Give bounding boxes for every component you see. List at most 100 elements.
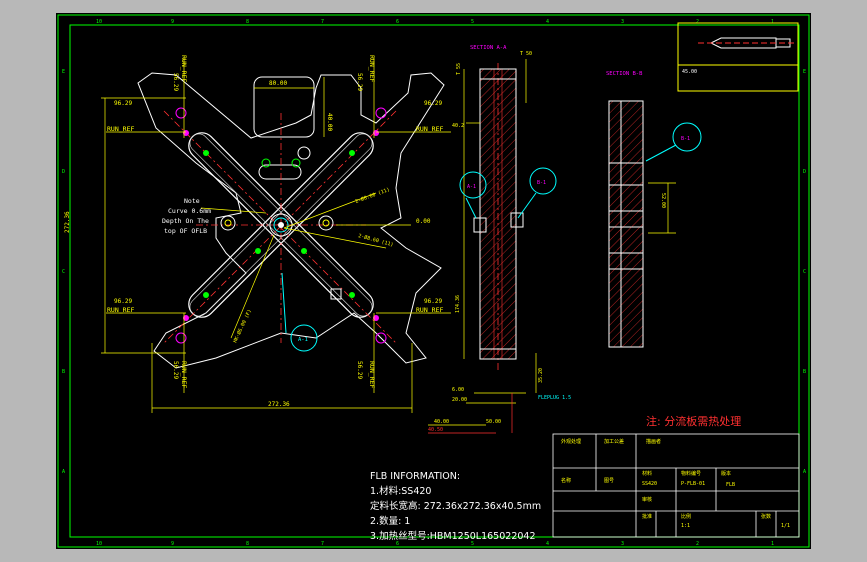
tb-cell-16: P-FLB-01 bbox=[681, 481, 705, 487]
run-ref-vt1: RUN_REF bbox=[180, 55, 188, 82]
flb-info-heater: 3.加热丝型号:HBM1250L165022042 bbox=[370, 531, 536, 542]
border-mark-side-1-3: B bbox=[803, 369, 806, 375]
border-mark-top-5: 5 bbox=[471, 19, 474, 25]
border-mark-side-0-2: C bbox=[62, 269, 65, 275]
tb-cell-4: 图号 bbox=[604, 478, 614, 484]
flb-info-qty: 2.数量: 1 bbox=[370, 516, 411, 527]
border-mark-side-1-0: E bbox=[803, 69, 806, 75]
dim-y-b: 56.29 bbox=[356, 73, 363, 91]
tb-cell-14: 1:1 bbox=[681, 523, 690, 529]
run-ref-bl: RUN_REF bbox=[107, 306, 134, 314]
tb-cell-9: 审核 bbox=[642, 496, 652, 503]
border-mark-top-8: 2 bbox=[696, 19, 699, 25]
flb-info: FLB INFORMATION: 1.材料:SS420 定料长宽高: 272.3… bbox=[370, 469, 541, 544]
border-mark-top-1: 9 bbox=[171, 19, 174, 25]
tab-dim-1: 52.00 bbox=[660, 193, 666, 208]
note-line-1: Note bbox=[184, 197, 200, 205]
tb-cell-7: 比例 bbox=[681, 513, 691, 520]
dim-y-c: 56.29 bbox=[172, 361, 179, 379]
dim-s5: 40.00 bbox=[434, 419, 449, 425]
dim-top-length: 80.00 bbox=[269, 80, 287, 87]
note-line-3: Depth On The bbox=[162, 217, 209, 225]
note-line-2: Curve 0.6mm bbox=[168, 207, 211, 215]
border-mark-top-3: 7 bbox=[321, 19, 324, 25]
tb-cell-12: FLB bbox=[726, 482, 735, 488]
run-ref-vb1: RUN_REF bbox=[180, 361, 188, 388]
tb-cell-3: 名称 bbox=[561, 477, 571, 484]
dim-t-thk: T 50 bbox=[520, 51, 532, 57]
callout-a1: A-1 bbox=[467, 184, 476, 190]
callout-bubble-b1 bbox=[529, 167, 557, 195]
border-mark-top-7: 3 bbox=[621, 19, 624, 25]
tb-cell-2: 描画者 bbox=[646, 438, 661, 445]
border-mark-side-1-2: C bbox=[803, 269, 806, 275]
dim-d-40: 40.2 bbox=[452, 123, 464, 129]
part-marker bbox=[330, 288, 342, 300]
plan-dimensions bbox=[101, 58, 451, 413]
tb-cell-6: 物料编号 bbox=[681, 470, 701, 477]
note-line-4: top OF OFLB bbox=[164, 227, 207, 235]
run-ref-vt2: RUN_REF bbox=[368, 55, 376, 82]
dim-bottom: 40.50 bbox=[428, 427, 443, 433]
dim-s1: 174.36 bbox=[455, 295, 461, 313]
callout-bubble-a1 bbox=[459, 171, 487, 199]
border-mark-side-0-3: B bbox=[62, 369, 65, 375]
border-mark-side-0-4: A bbox=[62, 469, 65, 475]
flb-info-title: FLB INFORMATION: bbox=[370, 471, 461, 482]
border-mark-bot-2: 8 bbox=[246, 541, 249, 547]
plate-outline bbox=[137, 72, 445, 369]
detail-box bbox=[677, 22, 799, 92]
border-mark-bot-1: 9 bbox=[171, 541, 174, 547]
callout-c1: A-1 bbox=[298, 337, 308, 343]
border-mark-bot-3: 7 bbox=[321, 541, 324, 547]
callout-bubble-b2 bbox=[672, 122, 702, 152]
dim-x-d: 96.29 bbox=[424, 298, 442, 305]
dim-y-d: 56.29 bbox=[356, 361, 363, 379]
border-mark-top-0: 10 bbox=[96, 19, 102, 25]
dim-x-a: 96.29 bbox=[114, 100, 132, 107]
border-mark-top-2: 8 bbox=[246, 19, 249, 25]
title-block bbox=[552, 433, 800, 538]
outer-frame bbox=[57, 14, 810, 548]
tb-cell-10: 批准 bbox=[642, 513, 652, 520]
border-mark-bot-5: 5 bbox=[471, 541, 474, 547]
section-b-b-title: SECTION B-B bbox=[606, 71, 643, 77]
tb-cell-13: SS420 bbox=[642, 481, 657, 487]
dim-diag-note: HK-Ø6.00 (F) bbox=[231, 308, 253, 344]
tb-cell-15: 1/1 bbox=[781, 523, 790, 529]
dim-x-c: 96.29 bbox=[114, 298, 132, 305]
border-mark-side-1-1: D bbox=[803, 169, 806, 175]
section-a-a-title: SECTION A-A bbox=[470, 45, 507, 51]
dim-s4: 20.00 bbox=[452, 397, 467, 403]
flb-info-material: 1.材料:SS420 bbox=[370, 486, 432, 497]
callout-b1: B-1 bbox=[537, 180, 546, 186]
run-ref-tl: RUN_REF bbox=[107, 125, 134, 133]
pipe-plug: FLEPLUG 1.5 bbox=[538, 395, 571, 401]
run-ref-br: RUN_REF bbox=[416, 306, 443, 314]
nozzle-holes bbox=[175, 107, 387, 344]
dim-zero-mid: 0.00 bbox=[416, 218, 431, 225]
tb-cell-11: 版本 bbox=[721, 470, 731, 477]
runner-channels bbox=[188, 132, 374, 318]
border-mark-bot-9: 1 bbox=[771, 541, 774, 547]
callout-b2: B-1 bbox=[681, 136, 690, 142]
section-b-b bbox=[608, 100, 702, 348]
dim-s3: 6.00 bbox=[452, 387, 464, 393]
section-a-a bbox=[428, 59, 557, 434]
dim-x-b: 96.29 bbox=[424, 100, 442, 107]
dim-s2: 35.20 bbox=[538, 368, 544, 383]
dim-y-a: 56.29 bbox=[172, 73, 179, 91]
border-mark-bot-7: 3 bbox=[621, 541, 624, 547]
border-mark-bot-0: 10 bbox=[96, 541, 102, 547]
plan-view bbox=[101, 58, 451, 413]
dim-s6: 50.00 bbox=[486, 419, 501, 425]
border-mark-side-0-1: D bbox=[62, 169, 65, 175]
border-mark-bot-4: 6 bbox=[396, 541, 399, 547]
tb-cell-5: 材料 bbox=[642, 470, 652, 477]
detail-scale: 45.00 bbox=[682, 69, 697, 75]
inner-frame bbox=[69, 24, 800, 538]
